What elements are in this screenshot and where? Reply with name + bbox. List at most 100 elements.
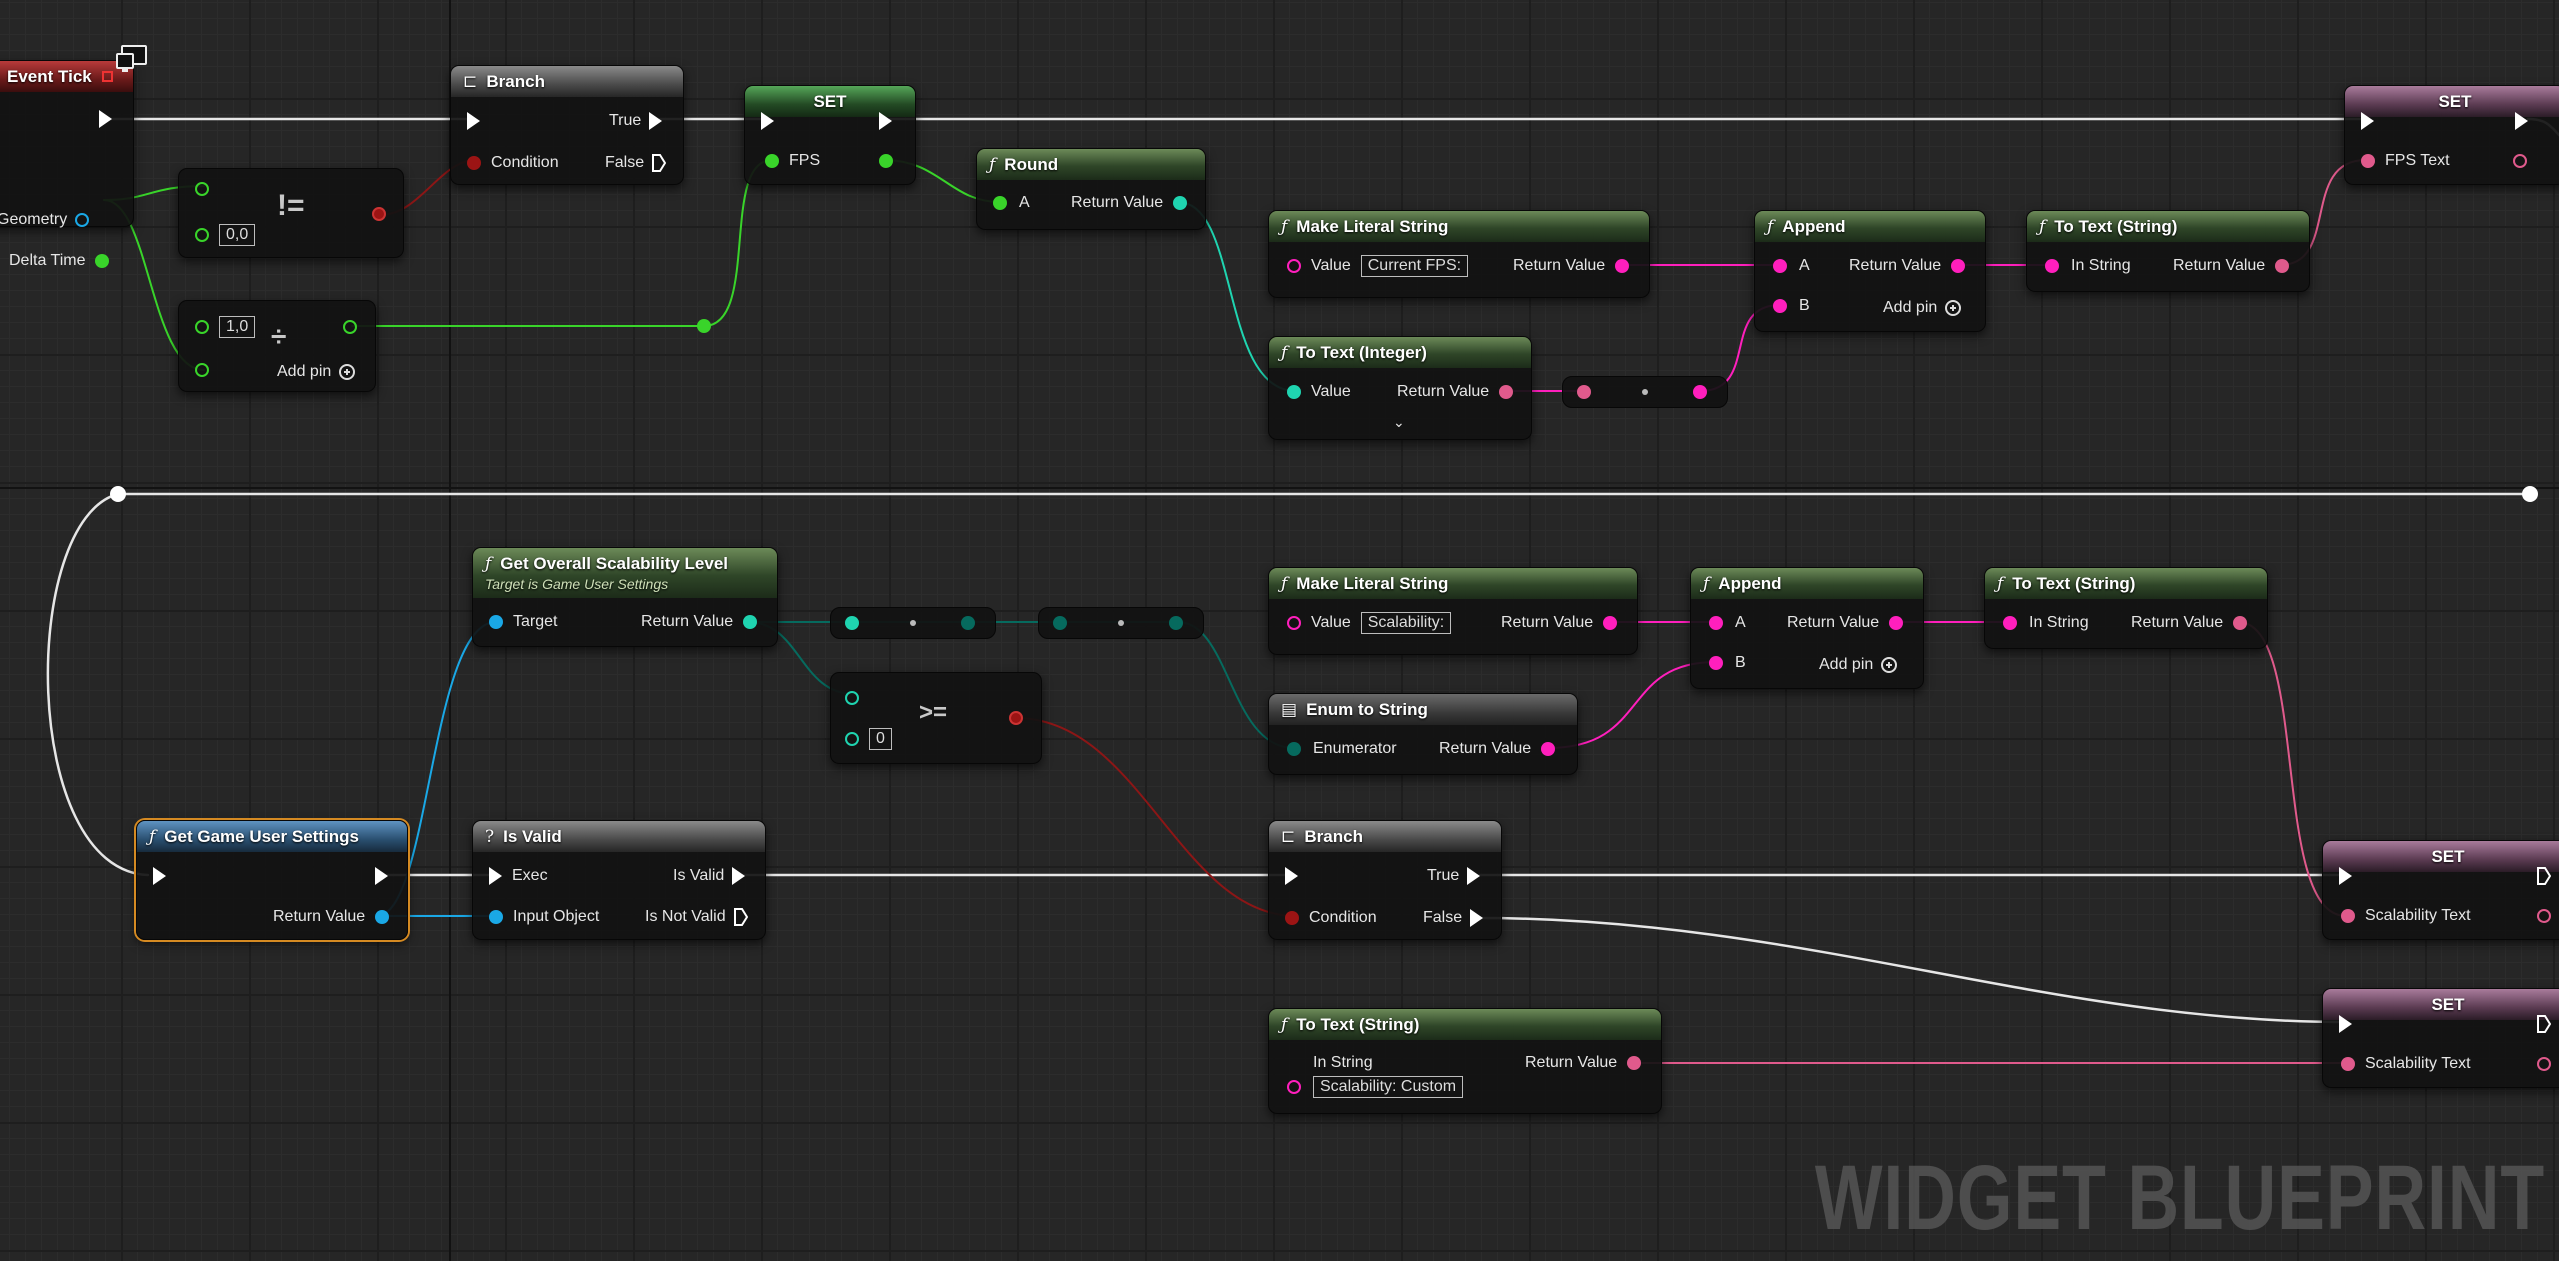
exec-in-pin[interactable] bbox=[1285, 865, 1298, 887]
add-pin-button[interactable]: Add pin bbox=[1819, 654, 1898, 676]
reroute-in-pin[interactable] bbox=[1577, 385, 1591, 399]
return-pin[interactable] bbox=[1889, 616, 1904, 630]
value-field[interactable]: 0,0 bbox=[219, 224, 256, 246]
exec-out-pin[interactable] bbox=[375, 865, 388, 887]
fps-text-out-pin[interactable] bbox=[2513, 150, 2527, 172]
return-pin[interactable] bbox=[1627, 1056, 1642, 1070]
pin-a[interactable] bbox=[845, 687, 859, 709]
exec-in-pin[interactable] bbox=[2361, 110, 2374, 132]
string-reroute-node[interactable] bbox=[1562, 376, 1728, 408]
byte-reroute-node[interactable] bbox=[1038, 607, 1204, 639]
branch-node[interactable]: ⊏Branch True Condition False bbox=[1268, 820, 1502, 940]
exec-in-pin[interactable] bbox=[467, 110, 480, 132]
return-pin[interactable] bbox=[743, 615, 758, 629]
enum-to-string-node[interactable]: ▤Enum to String Enumerator Return Value bbox=[1268, 693, 1578, 775]
set-fps-node[interactable]: SET FPS bbox=[744, 85, 916, 185]
is-valid-node[interactable]: ?Is Valid Exec Is Valid Input Object Is … bbox=[472, 820, 766, 940]
pin-a[interactable] bbox=[195, 178, 209, 200]
bool-out-pin[interactable] bbox=[1009, 707, 1023, 729]
value-pin[interactable] bbox=[1287, 259, 1301, 273]
pin-a[interactable] bbox=[1773, 259, 1787, 273]
string-input[interactable]: Scalability: Custom bbox=[1313, 1076, 1464, 1098]
condition-pin[interactable] bbox=[1285, 911, 1299, 925]
scalability-text-out-pin[interactable] bbox=[2537, 905, 2551, 927]
pin-a[interactable] bbox=[993, 196, 1007, 210]
condition-pin[interactable] bbox=[467, 156, 481, 170]
scalability-text-in-pin[interactable] bbox=[2341, 1057, 2355, 1071]
set-scalability-text-node[interactable]: SET Scalability Text bbox=[2322, 840, 2559, 940]
reroute-in-pin[interactable] bbox=[845, 616, 859, 630]
return-pin[interactable] bbox=[1603, 616, 1618, 630]
value-pin[interactable] bbox=[1287, 616, 1301, 630]
return-pin[interactable] bbox=[1615, 259, 1630, 273]
reroute-out-pin[interactable] bbox=[961, 616, 975, 630]
pin-b[interactable] bbox=[1709, 656, 1723, 670]
exec-in-pin[interactable] bbox=[2339, 865, 2352, 887]
delegate-pin[interactable] bbox=[101, 71, 113, 82]
return-pin[interactable] bbox=[375, 910, 390, 924]
enumerator-pin[interactable] bbox=[1287, 742, 1301, 756]
exec-in-pin[interactable] bbox=[489, 867, 502, 885]
event-tick-node[interactable]: Event Tick Geometry Delta Time bbox=[0, 60, 134, 269]
set-fps-text-node[interactable]: SET FPS Text bbox=[2344, 85, 2559, 185]
exec-out-pin[interactable] bbox=[879, 110, 892, 132]
fps-out-pin[interactable] bbox=[879, 150, 893, 172]
in-string-pin[interactable] bbox=[2003, 616, 2017, 630]
reroute-out-pin[interactable] bbox=[1169, 616, 1183, 630]
exec-out-pin[interactable] bbox=[99, 108, 112, 130]
fps-in-pin[interactable] bbox=[765, 154, 779, 168]
pin-b[interactable] bbox=[1773, 299, 1787, 313]
byte-reroute-node[interactable] bbox=[830, 607, 996, 639]
pin-a[interactable] bbox=[195, 320, 209, 334]
return-pin[interactable] bbox=[2233, 616, 2248, 630]
set-scalability-text-node[interactable]: SET Scalability Text bbox=[2322, 988, 2559, 1088]
value-field[interactable]: 0 bbox=[869, 728, 892, 750]
return-pin[interactable] bbox=[1541, 742, 1556, 756]
true-exec-pin[interactable] bbox=[649, 112, 663, 130]
exec-in-pin[interactable] bbox=[2339, 1013, 2352, 1035]
exec-out-pin[interactable] bbox=[2515, 110, 2528, 132]
delta-time-pin[interactable] bbox=[95, 254, 110, 268]
reroute-out-pin[interactable] bbox=[1693, 385, 1707, 399]
add-pin-button[interactable]: Add pin bbox=[277, 361, 356, 383]
is-valid-exec-pin[interactable] bbox=[732, 867, 746, 885]
not-equal-node[interactable]: 0,0 != bbox=[178, 168, 404, 258]
divide-node[interactable]: 1,0 ÷ Add pin bbox=[178, 300, 376, 392]
reroute-in-pin[interactable] bbox=[1053, 616, 1067, 630]
scalability-text-in-pin[interactable] bbox=[2341, 909, 2355, 923]
false-exec-pin[interactable] bbox=[1470, 909, 1484, 927]
return-pin[interactable] bbox=[1951, 259, 1966, 273]
string-input[interactable]: Current FPS: bbox=[1360, 255, 1469, 277]
float-out-pin[interactable] bbox=[343, 316, 357, 338]
false-exec-pin[interactable] bbox=[652, 154, 667, 172]
string-input[interactable]: Scalability: bbox=[1360, 612, 1452, 634]
branch-node[interactable]: ⊏Branch True Condition False bbox=[450, 65, 684, 185]
fps-text-in-pin[interactable] bbox=[2361, 154, 2375, 168]
exec-out-pin[interactable] bbox=[2537, 1013, 2551, 1035]
pin-b[interactable] bbox=[195, 359, 209, 381]
greater-equal-node[interactable]: 0 >= bbox=[830, 672, 1042, 764]
return-pin[interactable] bbox=[2275, 259, 2290, 273]
geometry-pin[interactable] bbox=[75, 213, 90, 227]
pin-a[interactable] bbox=[1709, 616, 1723, 630]
value-field[interactable]: 1,0 bbox=[219, 316, 256, 338]
exec-out-pin[interactable] bbox=[2537, 865, 2551, 887]
target-pin[interactable] bbox=[489, 615, 503, 629]
exec-in-pin[interactable] bbox=[153, 865, 166, 887]
pin-b[interactable] bbox=[845, 732, 859, 746]
scalability-text-out-pin[interactable] bbox=[2537, 1053, 2551, 1075]
in-string-pin[interactable] bbox=[1287, 1080, 1301, 1094]
true-exec-pin[interactable] bbox=[1467, 867, 1481, 885]
expand-chevron-icon[interactable]: ⌄ bbox=[1393, 413, 1405, 430]
